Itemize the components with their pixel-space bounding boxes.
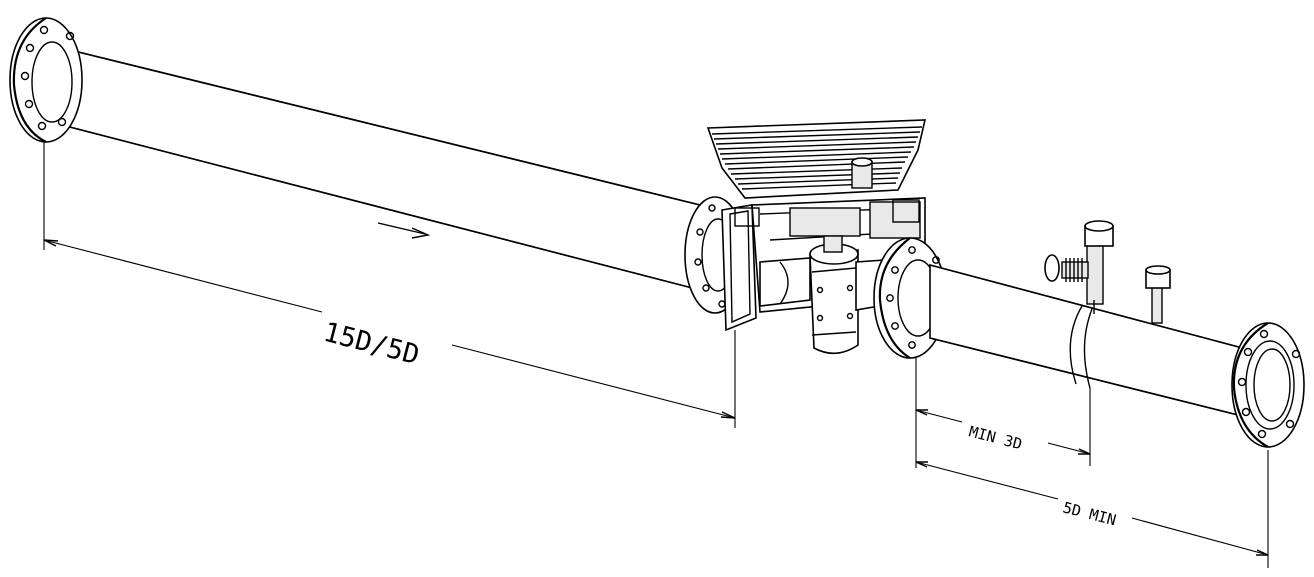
flow-meter [684,119,927,355]
dim-label-min-3d: MIN 3D [967,422,1024,453]
temperature-transmitter [1044,220,1114,314]
dim-label-15d-5d: 15D/5D [320,317,422,371]
outlet-flange [1231,322,1305,448]
dimension-min-3d: MIN 3D [915,358,1091,468]
flow-direction-arrow [377,222,431,239]
dimension-5d-min: 5D MIN [915,450,1269,568]
dim-label-5d-min: 5D MIN [1061,498,1118,529]
inlet-flange [9,17,83,143]
pressure-transmitter [1145,265,1171,324]
upstream-pipe [61,46,701,292]
